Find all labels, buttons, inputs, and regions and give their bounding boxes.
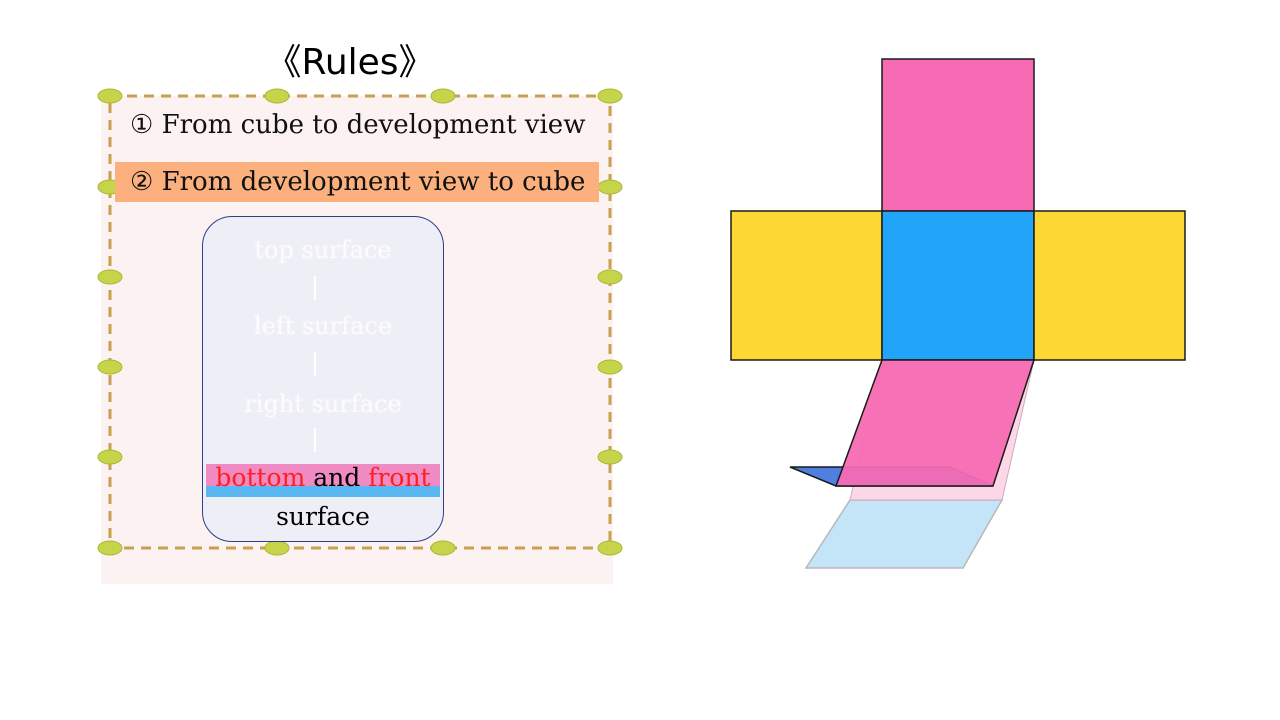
cube-net-diagram [730,58,1186,569]
flow-step-surface: surface [276,502,370,531]
flow-connector-2 [314,352,316,376]
rule-2-highlight [115,162,599,202]
rule-2: ② From development view to cube [130,167,586,197]
flow-step-top: top surface [254,236,392,264]
face-right [1033,210,1186,361]
final-step-highlight-pink [206,464,440,486]
face-folding-pink [834,359,1036,487]
flow-connector-1 [314,276,316,300]
title-text: 《Rules》 [265,42,435,83]
flow-connector-3 [314,428,316,452]
face-left [730,210,883,361]
page-title: 《Rules》 [230,33,470,85]
front-word: front [368,463,431,492]
flow-step-left: left surface [253,312,393,340]
flow-step-bottom-front: bottom and front [202,463,444,492]
flow-step-right: right surface [244,390,402,418]
and-word: and [305,463,369,492]
face-center [881,210,1035,361]
face-faded-blue [804,499,1004,569]
face-top [881,58,1035,212]
rule-1: ① From cube to development view [130,110,586,140]
final-step-highlight-blue [206,486,440,497]
bottom-word: bottom [215,463,306,492]
